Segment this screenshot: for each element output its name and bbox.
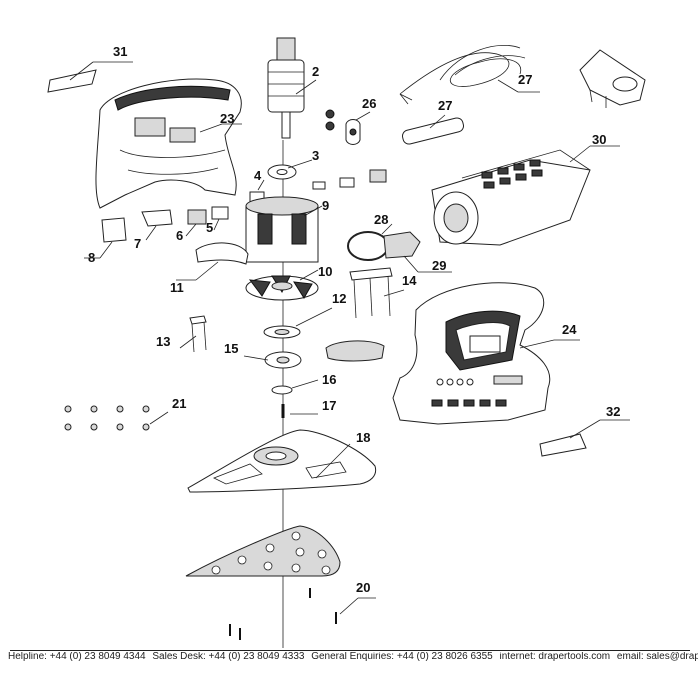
footer-general-enquiries: General Enquiries: +44 (0) 23 8026 6355	[311, 652, 493, 662]
callout-28: 28	[374, 212, 388, 227]
callout-26: 27	[438, 98, 452, 113]
part-5-switch	[211, 206, 229, 220]
callout-31: 31	[113, 44, 127, 59]
part-8-lock	[101, 217, 127, 243]
part-31-label	[47, 69, 97, 93]
part-carbon-brushes	[312, 169, 387, 190]
callout-3: 3	[312, 148, 319, 163]
part-30-dust-box	[431, 149, 591, 246]
callout-7: 7	[134, 236, 141, 251]
callout-16: 16	[322, 372, 336, 387]
part-26-tube	[402, 117, 464, 145]
footer-divider	[10, 650, 690, 651]
part-plug	[579, 49, 646, 108]
callout-32: 32	[606, 404, 620, 419]
callout-18: 18	[356, 430, 370, 445]
callout-9: 9	[322, 198, 329, 213]
callout-14: 14	[402, 273, 417, 288]
part-23-main-housing	[392, 282, 551, 425]
part-7-trigger	[141, 209, 173, 227]
part-13-bracket	[189, 315, 207, 353]
footer-email-link[interactable]: email: sales@drapertools.com	[616, 652, 698, 662]
callout-11: 11	[170, 280, 184, 295]
footer-helpline: Helpline: +44 (0) 23 8049 4344	[8, 652, 146, 662]
part-10-fan	[245, 275, 319, 301]
callout-29: 29	[432, 258, 446, 273]
callout-8: 8	[88, 250, 95, 265]
part-11-fan-guard	[195, 242, 249, 265]
callout-30: 30	[592, 132, 606, 147]
part-28-o-ring	[347, 231, 389, 261]
part-18-base-pad	[187, 429, 377, 493]
part-counterweight	[325, 340, 385, 362]
part-22-housing-half	[95, 78, 242, 209]
callout-23: 24	[562, 322, 577, 337]
part-9-field-coil	[245, 196, 319, 263]
part-2-armature	[267, 37, 305, 139]
part-29-block	[383, 231, 421, 259]
part-27-power-cord	[399, 44, 526, 105]
part-21-screws	[64, 405, 150, 431]
callout-2: 2	[312, 64, 319, 79]
callout-12: 12	[332, 291, 346, 306]
callout-13: 13	[156, 334, 170, 349]
part-32-label	[539, 433, 587, 457]
footer-sales-desk: Sales Desk: +44 (0) 23 8049 4333	[152, 652, 305, 662]
callout-22: 23	[220, 111, 234, 126]
callout-17: 17	[322, 398, 336, 413]
callout-6: 6	[176, 228, 183, 243]
callout-4: 4	[254, 168, 262, 183]
footer-contact-bar: Helpline: +44 (0) 23 8049 4344 Sales Des…	[8, 652, 698, 664]
footer-internet-link[interactable]: internet: drapertools.com	[499, 652, 611, 662]
callout-27: 27	[518, 72, 532, 87]
part-16-washer	[271, 385, 293, 395]
callout-15: 15	[224, 341, 238, 356]
part-24-brush-holder	[325, 109, 361, 145]
callout-5: 5	[206, 220, 213, 235]
part-6-block	[187, 209, 207, 225]
callout-24: 26	[362, 96, 376, 111]
callout-10: 10	[318, 264, 332, 279]
sanding-sheet	[185, 525, 341, 577]
callout-21: 21	[172, 396, 186, 411]
part-14-bracket	[349, 267, 393, 319]
callout-20: 20	[356, 580, 370, 595]
part-20-screws	[229, 588, 337, 640]
